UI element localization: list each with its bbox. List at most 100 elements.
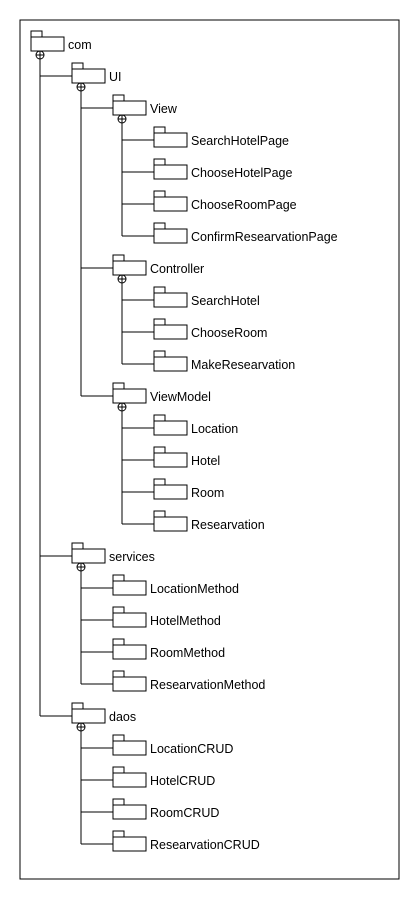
- package-body: [112, 100, 147, 116]
- package-label: ViewModel: [150, 390, 211, 404]
- package-viewmodel: ViewModel: [112, 382, 211, 404]
- package-label: com: [68, 38, 92, 52]
- package-controller: Controller: [112, 254, 204, 276]
- package-tab: [112, 830, 125, 838]
- package-services: services: [71, 542, 155, 564]
- package-researvationcrud: ResearvationCRUD: [112, 830, 260, 852]
- package-chooseroompage: ChooseRoomPage: [153, 190, 297, 212]
- package-searchhotelpage: SearchHotelPage: [153, 126, 289, 148]
- package-label: SearchHotelPage: [191, 134, 289, 148]
- package-label: HotelCRUD: [150, 774, 215, 788]
- package-label: ChooseRoom: [191, 326, 267, 340]
- package-room: Room: [153, 478, 224, 500]
- package-body: [112, 388, 147, 404]
- package-location: Location: [153, 414, 238, 436]
- package-label: ChooseRoomPage: [191, 198, 297, 212]
- package-locationmethod: LocationMethod: [112, 574, 239, 596]
- package-label: HotelMethod: [150, 614, 221, 628]
- package-hotelmethod: HotelMethod: [112, 606, 221, 628]
- package-label: MakeResearvation: [191, 358, 295, 372]
- package-body: [153, 324, 188, 340]
- package-locationcrud: LocationCRUD: [112, 734, 233, 756]
- package-com: com: [30, 30, 92, 52]
- package-makeresearvation: MakeResearvation: [153, 350, 295, 372]
- package-view: View: [112, 94, 178, 116]
- package-body: [153, 516, 188, 532]
- package-roomcrud: RoomCRUD: [112, 798, 219, 820]
- package-label: ResearvationMethod: [150, 678, 265, 692]
- package-chooseroom: ChooseRoom: [153, 318, 267, 340]
- package-body: [153, 196, 188, 212]
- containment-circle-icon: [117, 114, 127, 124]
- package-label: RoomCRUD: [150, 806, 219, 820]
- package-label: services: [109, 550, 155, 564]
- package-body: [112, 740, 147, 756]
- package-tab: [112, 638, 125, 646]
- package-tab: [71, 702, 84, 710]
- package-label: ResearvationCRUD: [150, 838, 260, 852]
- package-tab: [30, 30, 43, 38]
- package-label: ChooseHotelPage: [191, 166, 293, 180]
- package-label: LocationCRUD: [150, 742, 233, 756]
- package-label: SearchHotel: [191, 294, 260, 308]
- package-tab: [112, 670, 125, 678]
- package-tab: [112, 382, 125, 390]
- package-body: [112, 260, 147, 276]
- package-searchhotel: SearchHotel: [153, 286, 260, 308]
- package-tab: [153, 510, 166, 518]
- package-body: [112, 612, 147, 628]
- package-roommethod: RoomMethod: [112, 638, 225, 660]
- containment-circle-icon: [76, 722, 86, 732]
- package-body: [153, 164, 188, 180]
- package-body: [153, 132, 188, 148]
- package-tab: [112, 766, 125, 774]
- package-label: Room: [191, 486, 224, 500]
- package-tab: [71, 542, 84, 550]
- package-tab: [153, 222, 166, 230]
- package-daos: daos: [71, 702, 136, 724]
- package-body: [112, 580, 147, 596]
- package-body: [153, 228, 188, 244]
- package-tab: [112, 606, 125, 614]
- package-body: [112, 836, 147, 852]
- package-body: [153, 292, 188, 308]
- package-label: View: [150, 102, 178, 116]
- package-tab: [112, 254, 125, 262]
- package-tab: [153, 478, 166, 486]
- package-body: [71, 548, 106, 564]
- package-body: [153, 452, 188, 468]
- package-tab: [153, 318, 166, 326]
- package-tab: [153, 414, 166, 422]
- containment-circle-icon: [117, 274, 127, 284]
- package-tab: [153, 286, 166, 294]
- package-label: Hotel: [191, 454, 220, 468]
- package-body: [71, 708, 106, 724]
- package-label: ConfirmResearvationPage: [191, 230, 338, 244]
- package-ui: UI: [71, 62, 122, 84]
- package-label: UI: [109, 70, 122, 84]
- package-tab: [112, 94, 125, 102]
- package-body: [112, 804, 147, 820]
- package-body: [153, 420, 188, 436]
- containment-circle-icon: [35, 50, 45, 60]
- package-tab: [112, 574, 125, 582]
- diagram-frame: [19, 19, 400, 880]
- package-label: Researvation: [191, 518, 265, 532]
- package-label: RoomMethod: [150, 646, 225, 660]
- package-hotel: Hotel: [153, 446, 220, 468]
- package-label: Controller: [150, 262, 204, 276]
- package-tab: [153, 446, 166, 454]
- package-researvationmethod: ResearvationMethod: [112, 670, 265, 692]
- package-label: Location: [191, 422, 238, 436]
- package-tab: [71, 62, 84, 70]
- package-body: [153, 356, 188, 372]
- package-body: [112, 644, 147, 660]
- package-choosehotelpage: ChooseHotelPage: [153, 158, 293, 180]
- package-label: LocationMethod: [150, 582, 239, 596]
- package-tab: [112, 798, 125, 806]
- package-tab: [153, 350, 166, 358]
- package-tab: [153, 126, 166, 134]
- package-tab: [112, 734, 125, 742]
